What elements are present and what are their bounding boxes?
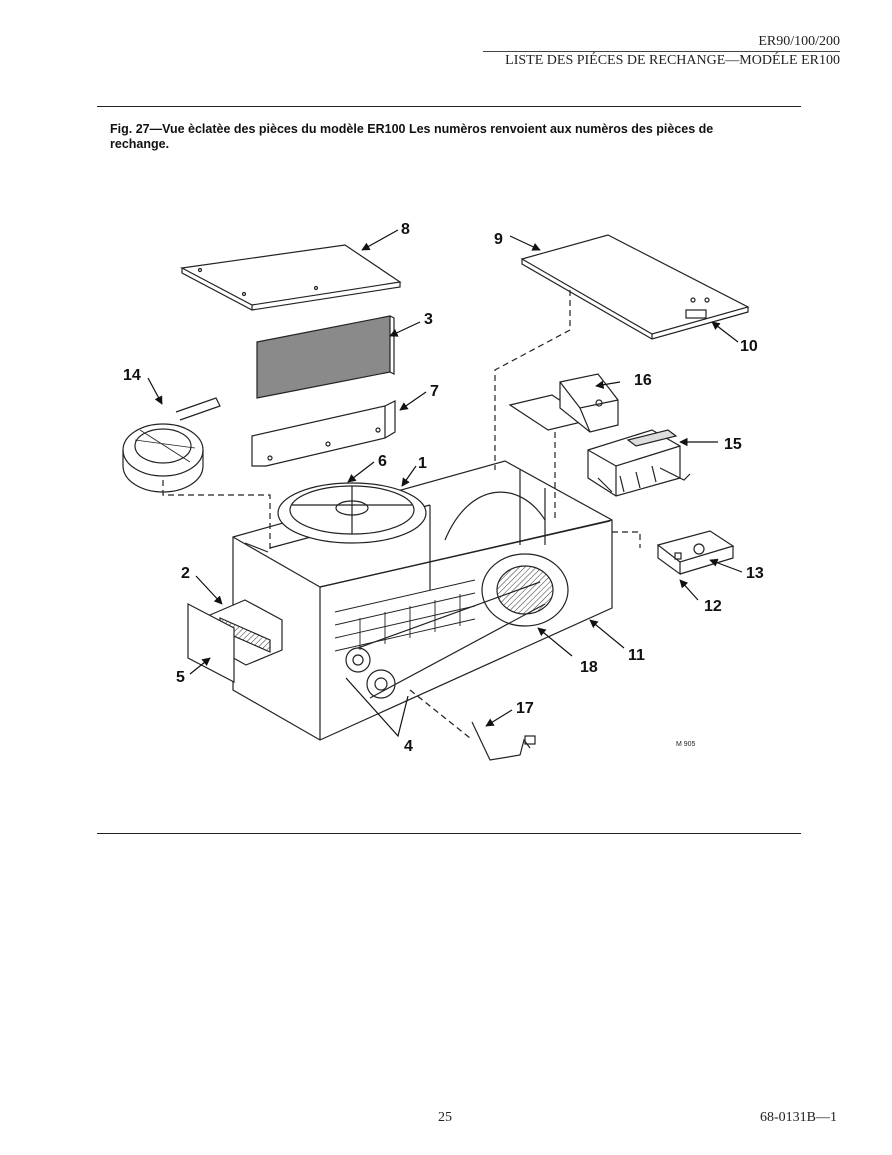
callout-5: 5: [176, 669, 185, 686]
part-8-top-panel: [180, 244, 402, 311]
callout-6: 6: [378, 453, 387, 470]
callout-2: 2: [181, 565, 190, 582]
header-divider: [483, 51, 840, 52]
part-7-bracket: [251, 400, 396, 467]
document-number: 68-0131B—1: [760, 1110, 837, 1125]
callout-18: 18: [580, 659, 598, 676]
part-9-side-panel: [520, 234, 750, 340]
part-15-terminal-board: [587, 429, 691, 497]
callout-15: 15: [724, 436, 742, 453]
main-cabinet: [162, 290, 641, 741]
bottom-rule: [97, 833, 801, 834]
callout-17: 17: [516, 700, 534, 717]
part-5-grille: [187, 603, 235, 683]
header-model: ER90/100/200: [758, 34, 840, 49]
figure-caption: Fig. 27—Vue èclatèe des pièces du modèle…: [110, 122, 714, 151]
callout-7: 7: [430, 383, 439, 400]
callout-4: 4: [404, 738, 413, 755]
top-rule: [97, 106, 801, 107]
part-13-control-box: [656, 530, 735, 576]
callout-11: 11: [628, 647, 645, 664]
page-number: 25: [438, 1110, 452, 1125]
callout-16: 16: [634, 372, 652, 389]
callout-8: 8: [401, 221, 410, 238]
part-16-relay: [508, 373, 619, 433]
callout-3: 3: [424, 311, 433, 328]
callout-14: 14: [123, 367, 141, 384]
callout-12: 12: [704, 598, 722, 615]
part-14-blower-wheel: [122, 397, 221, 493]
callout-10: 10: [740, 338, 758, 355]
drawing-reference: M 905: [676, 741, 696, 748]
part-17-sensor: [471, 721, 536, 761]
callout-13: 13: [746, 565, 764, 582]
part-3-filter: [256, 315, 395, 399]
header-title: LISTE DES PIÉCES DE RECHANGE—MODÉLE ER10…: [505, 53, 840, 68]
callout-1: 1: [418, 455, 427, 472]
callout-9: 9: [494, 231, 503, 248]
